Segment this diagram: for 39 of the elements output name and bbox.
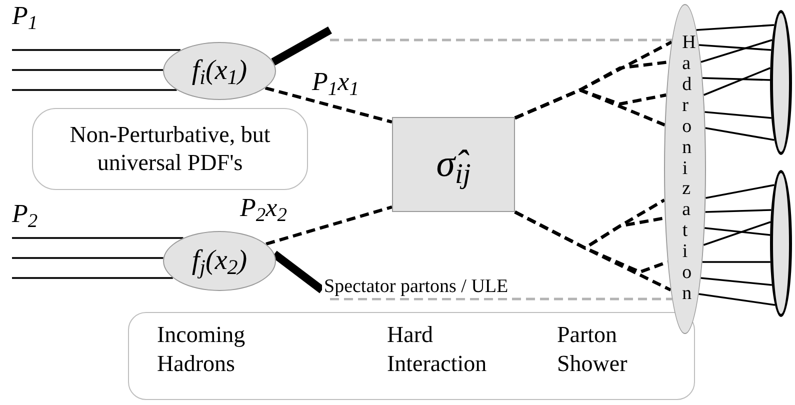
line (12, 277, 173, 279)
line (700, 39, 772, 63)
edge-label: Spectator partons / ULE (322, 277, 510, 298)
line (698, 44, 772, 51)
dashed-line (330, 38, 672, 42)
dashed-line (514, 88, 666, 126)
line (12, 49, 180, 51)
dashed-line (514, 210, 672, 292)
line (706, 184, 774, 199)
stage-panel (128, 312, 695, 400)
line (703, 67, 771, 96)
pdf-ellipse: f$_{j}$(x$_{2}$) (163, 231, 276, 291)
line (12, 69, 163, 71)
note-box: Non-Perturbative, but universal PDF's (32, 108, 308, 190)
line (12, 257, 164, 259)
line (703, 221, 771, 246)
line (702, 77, 770, 81)
stage-label: Parton Shower (557, 321, 628, 378)
line (704, 227, 770, 236)
dashed-line (266, 205, 392, 246)
dashed-line (264, 86, 392, 124)
dashed-line (271, 26, 332, 66)
line (705, 127, 774, 141)
stage-label: Incoming Hadrons (157, 321, 246, 378)
momentum-label: P$_{2}$ (12, 200, 38, 229)
dashed-line (330, 298, 672, 300)
line (704, 111, 772, 119)
hadronization-ellipse: Hadronization (664, 4, 706, 334)
stage-label: Hard Interaction (387, 321, 488, 378)
momentum-label: P$_{1}$ (12, 2, 38, 31)
line (12, 89, 177, 91)
line (705, 209, 772, 213)
line (702, 261, 770, 263)
line (698, 293, 776, 306)
line (696, 24, 774, 31)
process-box: σ̂$_{ij}$ (392, 117, 515, 212)
line (12, 237, 184, 239)
pdf-ellipse: f$_{i}$(x$_{1}$) (163, 42, 276, 100)
line (700, 277, 772, 286)
